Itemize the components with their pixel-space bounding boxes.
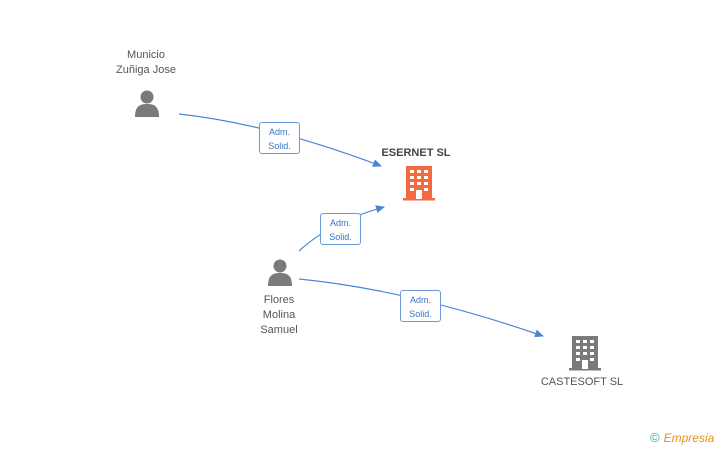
edge-label-line: Adm. bbox=[329, 218, 351, 228]
company-label-castesoft[interactable]: CASTESOFT SL bbox=[540, 376, 624, 388]
building-icon[interactable] bbox=[569, 336, 601, 371]
company-label-esernet[interactable]: ESERNET SL bbox=[381, 147, 451, 159]
edge-label: Adm. Solid. bbox=[259, 122, 300, 154]
person-icon[interactable] bbox=[135, 90, 159, 118]
person-label-flores[interactable]: Flores Molina Samuel bbox=[260, 294, 298, 336]
edge-label-line: Solid. bbox=[409, 309, 432, 319]
edge-label-line: Adm. bbox=[409, 295, 431, 305]
edge-label-line: Adm. bbox=[268, 127, 290, 137]
edge-label: Adm. Solid. bbox=[400, 290, 441, 322]
brand-watermark[interactable]: ©Empresia bbox=[650, 430, 714, 446]
edge-label-line: Solid. bbox=[329, 232, 352, 242]
person-icon[interactable] bbox=[268, 259, 292, 287]
edge-label-line: Solid. bbox=[268, 141, 291, 151]
copyright-icon: © bbox=[650, 430, 660, 445]
building-icon[interactable] bbox=[403, 166, 435, 201]
person-label-municio[interactable]: Municio Zuñiga Jose bbox=[116, 49, 176, 76]
brand-name: Empresia bbox=[663, 431, 715, 445]
edge-label: Adm. Solid. bbox=[320, 213, 361, 245]
